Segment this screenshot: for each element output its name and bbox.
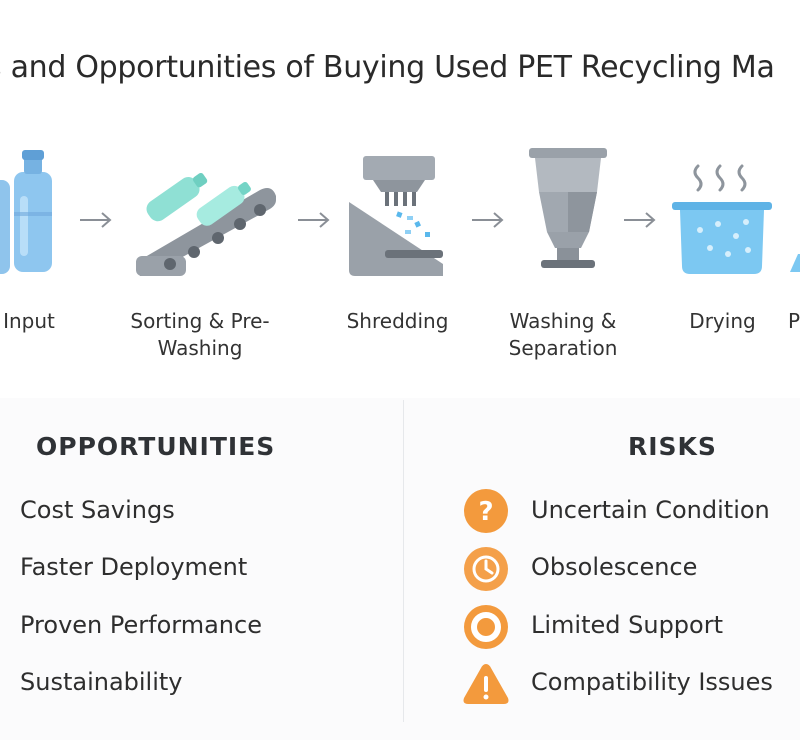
clock-icon [464,547,508,591]
lifebuoy-icon [464,605,508,649]
conveyor-icon [136,172,276,276]
arrow-right-icon [624,212,656,228]
page-title: s and Opportunities of Buying Used PET R… [0,50,775,85]
opportunity-item: Faster Deployment [20,553,248,581]
pellet-icon [790,254,800,272]
step-label-sorting: Sorting & Pre-Washing [130,309,270,360]
arrow-right-icon [80,212,112,228]
step-label-shredding: Shredding [346,309,449,333]
step-label-pelletizing: P [788,309,800,333]
drying-basin-icon [672,164,772,274]
opportunity-item: Proven Performance [20,611,262,639]
shredder-icon [349,156,443,276]
step-label-input: Input [3,309,55,333]
svg-text:?: ? [478,497,493,527]
risk-item: Limited Support [531,611,723,639]
step-label-washing: Washing & Separation [508,309,618,360]
question-icon: ? [464,489,508,533]
risk-item: Compatibility Issues [531,668,773,696]
step-label-drying: Drying [689,309,756,333]
opportunity-item: Cost Savings [20,496,175,524]
column-divider [403,400,404,722]
opportunities-heading: OPPORTUNITIES [36,432,276,461]
risk-item: Uncertain Condition [531,496,770,524]
risk-item: Obsolescence [531,553,698,581]
arrow-right-icon [472,212,504,228]
bottles-icon [0,150,52,274]
risks-heading: RISKS [628,432,717,461]
opportunity-item: Sustainability [20,668,183,696]
washing-tank-icon [529,148,607,268]
arrow-right-icon [298,212,330,228]
comparison-panel [0,398,800,740]
warning-icon [463,664,509,704]
